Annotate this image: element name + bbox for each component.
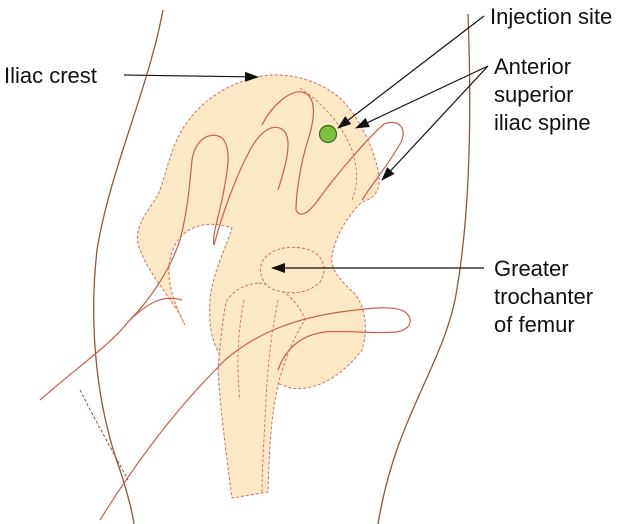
pointer-asis-2 <box>381 65 489 181</box>
injection-site-dot <box>318 124 338 144</box>
femur-bone <box>217 282 306 499</box>
label-injection-site: Injection site <box>490 4 612 29</box>
label-trochanter-line-1: Greater <box>494 256 569 281</box>
hand-finger-1 <box>127 134 229 323</box>
label-trochanter-line-2: trochanter <box>494 284 593 309</box>
label-iliac-crest: Iliac crest <box>4 63 97 88</box>
hand-outline <box>99 307 411 521</box>
bone-contour-2 <box>261 299 279 493</box>
thigh-dashed-line <box>79 389 129 481</box>
pointer-injection-site <box>337 15 485 129</box>
label-asis-line-2: superior <box>494 82 573 107</box>
hand-finger-3 <box>261 91 404 215</box>
greater-trochanter <box>259 246 325 294</box>
hand-finger-2 <box>213 126 289 246</box>
hand-thumb <box>39 297 183 401</box>
pelvis-bone <box>137 74 380 390</box>
body-outline-right <box>377 13 471 524</box>
body-outline-left <box>93 9 164 524</box>
pointer-asis-1 <box>355 65 489 129</box>
label-asis-line-3: iliac spine <box>494 110 591 135</box>
pointer-iliac-crest <box>123 71 259 82</box>
label-asis-line-1: Anterior <box>494 54 571 79</box>
bone-contour-3 <box>237 299 245 401</box>
bone-contour-1 <box>299 87 357 201</box>
label-trochanter-line-3: of femur <box>494 312 575 337</box>
